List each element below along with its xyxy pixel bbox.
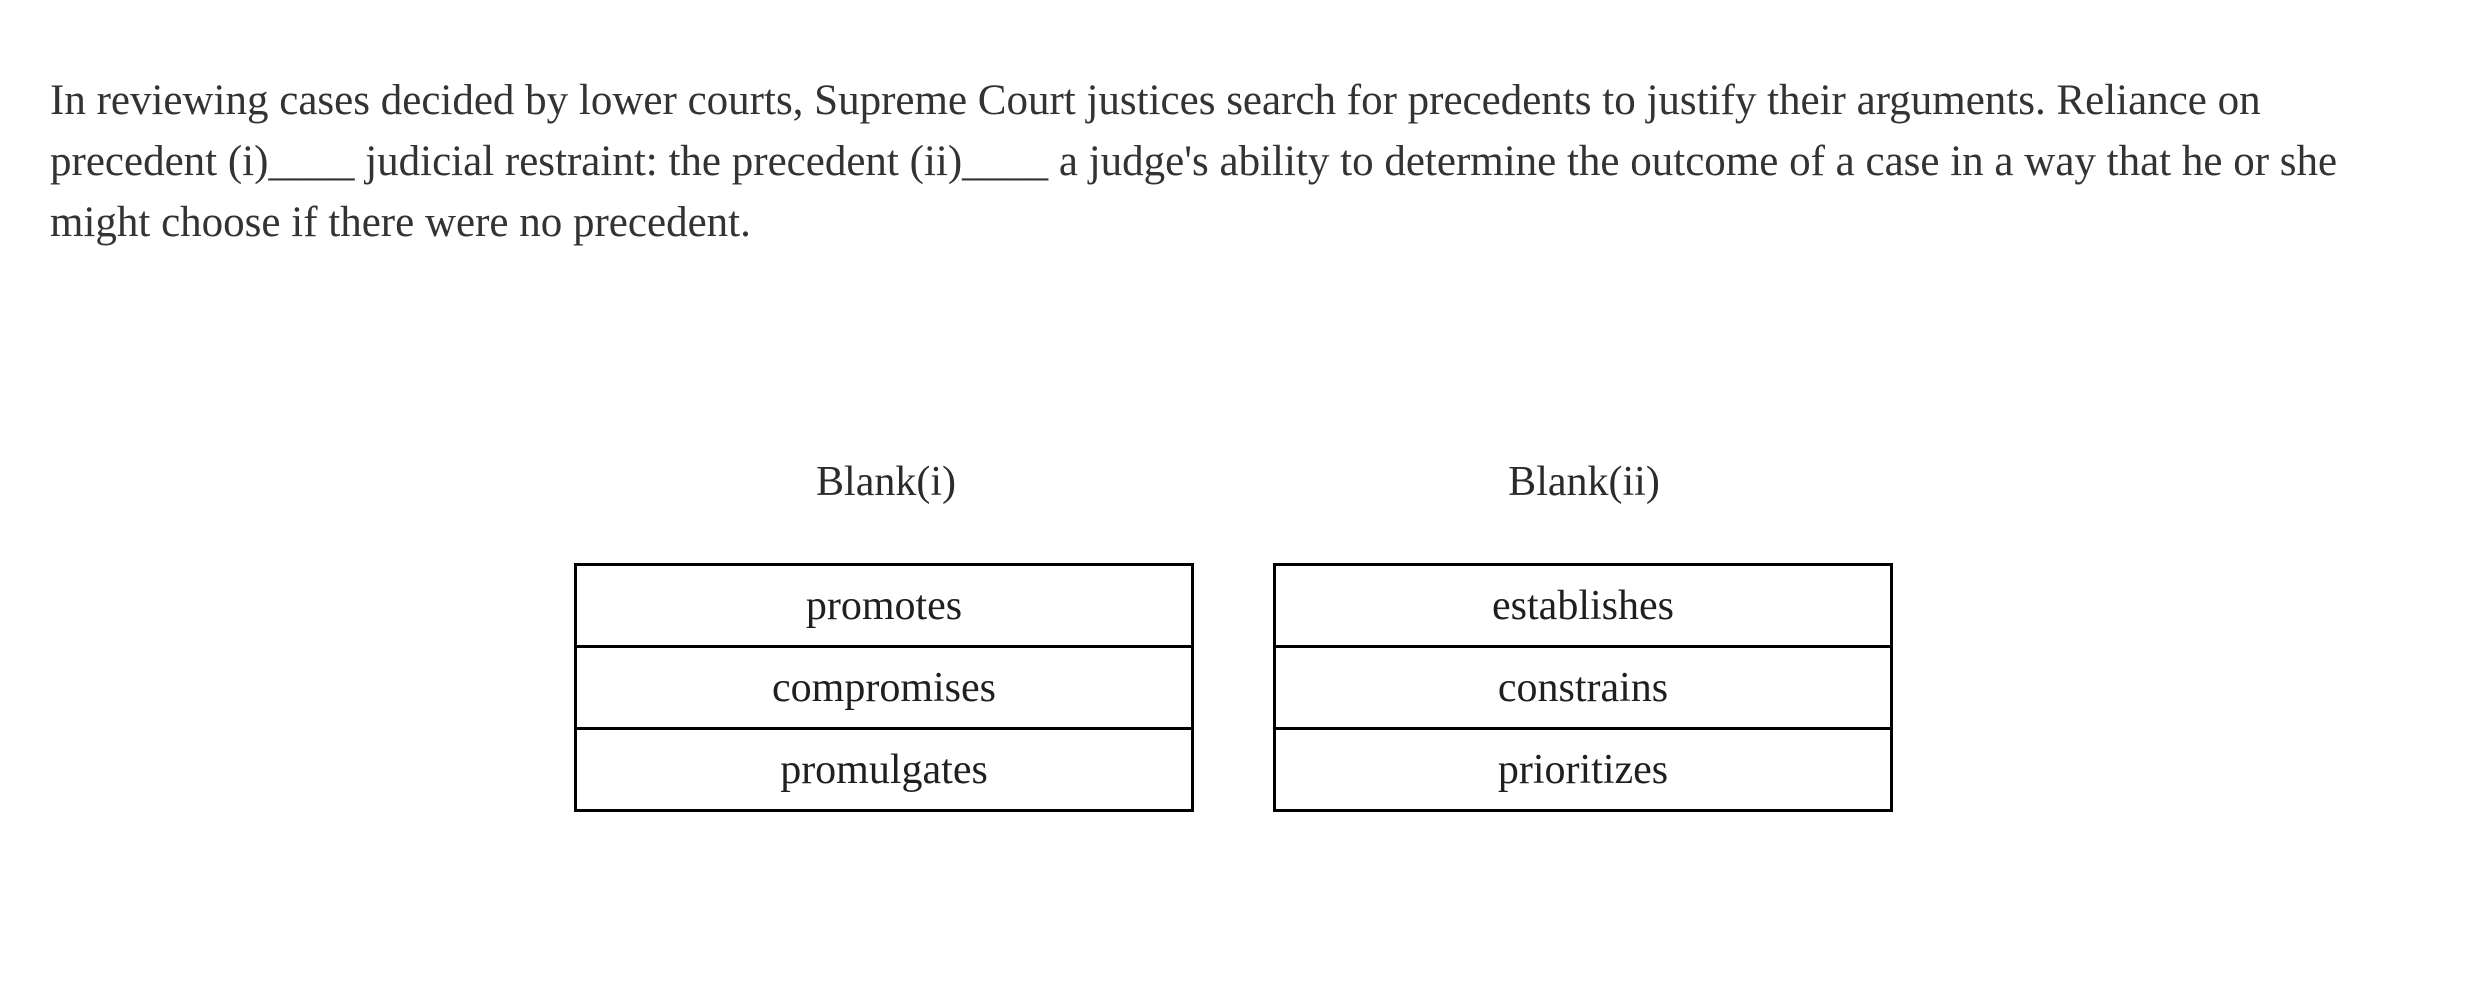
passage-line: In reviewing cases decided by lower cour… (50, 77, 2261, 124)
table-row: compromises (574, 645, 1194, 730)
blank-ii-header: Blank(ii) (1508, 459, 1660, 505)
blank-i-header: Blank(i) (816, 459, 956, 505)
table-row: prioritizes (1273, 727, 1893, 812)
option-blank-i-promotes[interactable]: promotes (574, 563, 1194, 648)
table-row: establishes (1273, 563, 1893, 648)
question-passage: In reviewing cases decided by lower cour… (50, 70, 2459, 253)
blank-ii-options-table: establishes constrains prioritizes (1273, 563, 1893, 812)
option-blank-i-compromises[interactable]: compromises (574, 645, 1194, 730)
table-row: promulgates (574, 727, 1194, 812)
option-blank-ii-prioritizes[interactable]: prioritizes (1273, 727, 1893, 812)
blank-i-options-table: promotes compromises promulgates (574, 563, 1194, 812)
option-blank-ii-constrains[interactable]: constrains (1273, 645, 1893, 730)
passage-line: precedent (i)____ judicial restraint: th… (50, 138, 2338, 185)
option-blank-ii-establishes[interactable]: establishes (1273, 563, 1893, 648)
table-row: constrains (1273, 645, 1893, 730)
passage-line: might choose if there were no precedent. (50, 199, 751, 246)
option-blank-i-promulgates[interactable]: promulgates (574, 727, 1194, 812)
table-row: promotes (574, 563, 1194, 648)
